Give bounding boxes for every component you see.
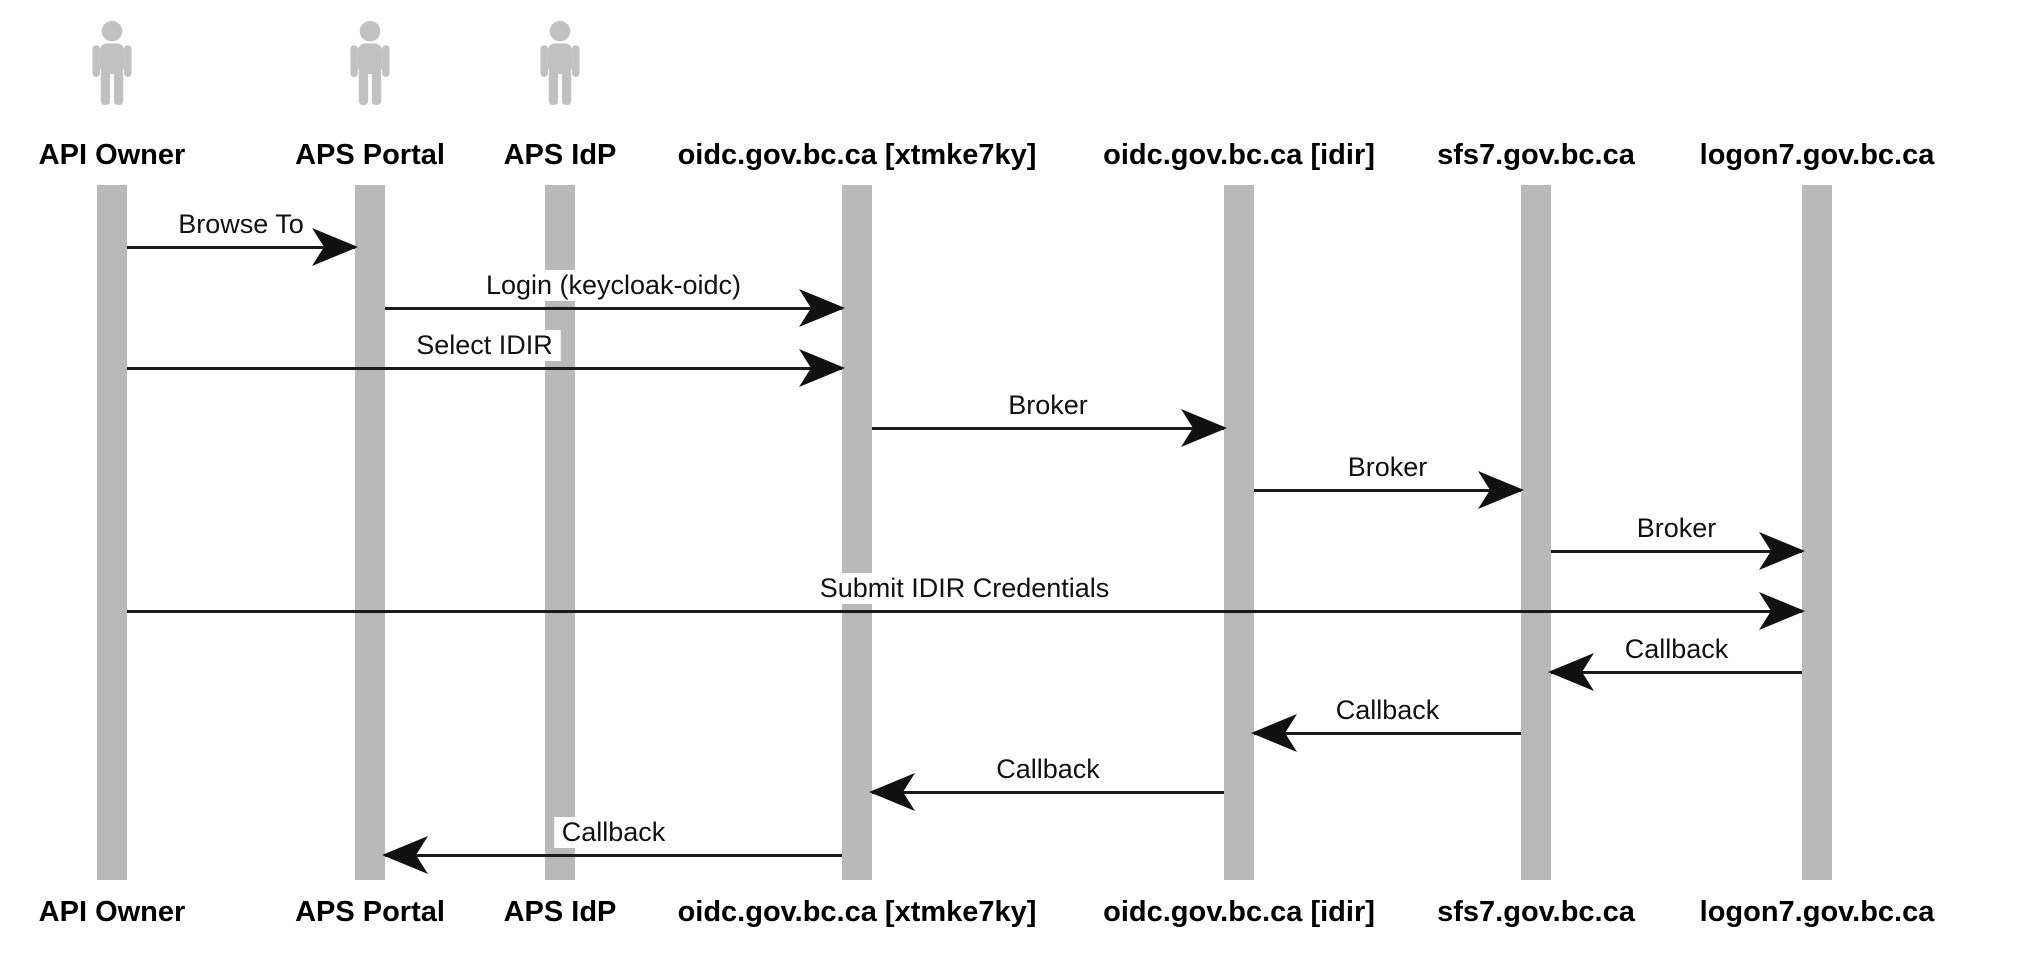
message-label: Broker <box>1628 512 1725 544</box>
message-line <box>385 854 842 857</box>
message-line <box>872 427 1224 430</box>
lifeline-logon7 <box>1802 185 1832 880</box>
message-label: Callback <box>1327 694 1448 726</box>
message-line <box>127 246 355 249</box>
actor-label-aps-portal-top: APS Portal <box>295 139 445 171</box>
lifeline-sfs7 <box>1521 185 1551 880</box>
actor-label-logon7-bottom: logon7.gov.bc.ca <box>1699 896 1935 928</box>
lifeline-oidc-xtmke7ky <box>842 185 872 880</box>
arrowhead-right-icon <box>312 228 358 266</box>
actor-label-oidc-idir-top: oidc.gov.bc.ca [idir] <box>1103 139 1375 171</box>
arrowhead-left-icon <box>382 836 428 874</box>
lifeline-oidc-idir <box>1224 185 1254 880</box>
actor-label-sfs7-top: sfs7.gov.bc.ca <box>1437 139 1635 171</box>
actor-label-aps-idp-top: APS IdP <box>503 139 617 171</box>
message-line <box>872 791 1224 794</box>
message-label: Callback <box>553 816 674 848</box>
arrowhead-right-icon <box>799 289 845 327</box>
message-label: Callback <box>988 753 1108 785</box>
arrowhead-right-icon <box>1759 592 1805 630</box>
message-label: Submit IDIR Credentials <box>811 572 1118 604</box>
message-line <box>1254 732 1521 735</box>
lifeline-api-owner <box>97 185 127 880</box>
message-label: Browse To <box>170 208 312 240</box>
actor-label-oidc-idir-bottom: oidc.gov.bc.ca [idir] <box>1103 896 1375 928</box>
actor-label-sfs7-bottom: sfs7.gov.bc.ca <box>1437 896 1635 928</box>
message-label: Select IDIR <box>408 329 561 361</box>
arrowhead-right-icon <box>1478 471 1524 509</box>
person-icon <box>540 20 580 105</box>
message-line <box>127 367 842 370</box>
arrowhead-right-icon <box>1759 532 1805 570</box>
message-label: Login (keycloak-oidc) <box>477 269 750 301</box>
actor-label-oidc-xtmke7ky-top: oidc.gov.bc.ca [xtmke7ky] <box>677 139 1037 171</box>
message-line <box>385 307 842 310</box>
arrowhead-left-icon <box>1251 714 1297 752</box>
actor-label-logon7-top: logon7.gov.bc.ca <box>1699 139 1935 171</box>
actor-label-api-owner-bottom: API Owner <box>38 896 186 928</box>
message-label: Callback <box>1616 633 1737 665</box>
actor-label-aps-portal-bottom: APS Portal <box>295 896 445 928</box>
arrowhead-right-icon <box>1181 409 1227 447</box>
actor-label-aps-idp-bottom: APS IdP <box>503 896 617 928</box>
person-icon <box>350 20 390 105</box>
person-icon <box>92 20 132 105</box>
message-label: Broker <box>1000 389 1096 421</box>
arrowhead-left-icon <box>1548 653 1594 691</box>
actor-label-oidc-xtmke7ky-bottom: oidc.gov.bc.ca [xtmke7ky] <box>677 896 1037 928</box>
message-line <box>127 610 1802 613</box>
lifeline-aps-portal <box>355 185 385 880</box>
arrowhead-left-icon <box>869 773 915 811</box>
message-label: Broker <box>1339 451 1436 483</box>
message-line <box>1551 550 1802 553</box>
message-line <box>1254 489 1521 492</box>
arrowhead-right-icon <box>799 349 845 387</box>
actor-label-api-owner-top: API Owner <box>38 139 186 171</box>
message-line <box>1551 671 1802 674</box>
